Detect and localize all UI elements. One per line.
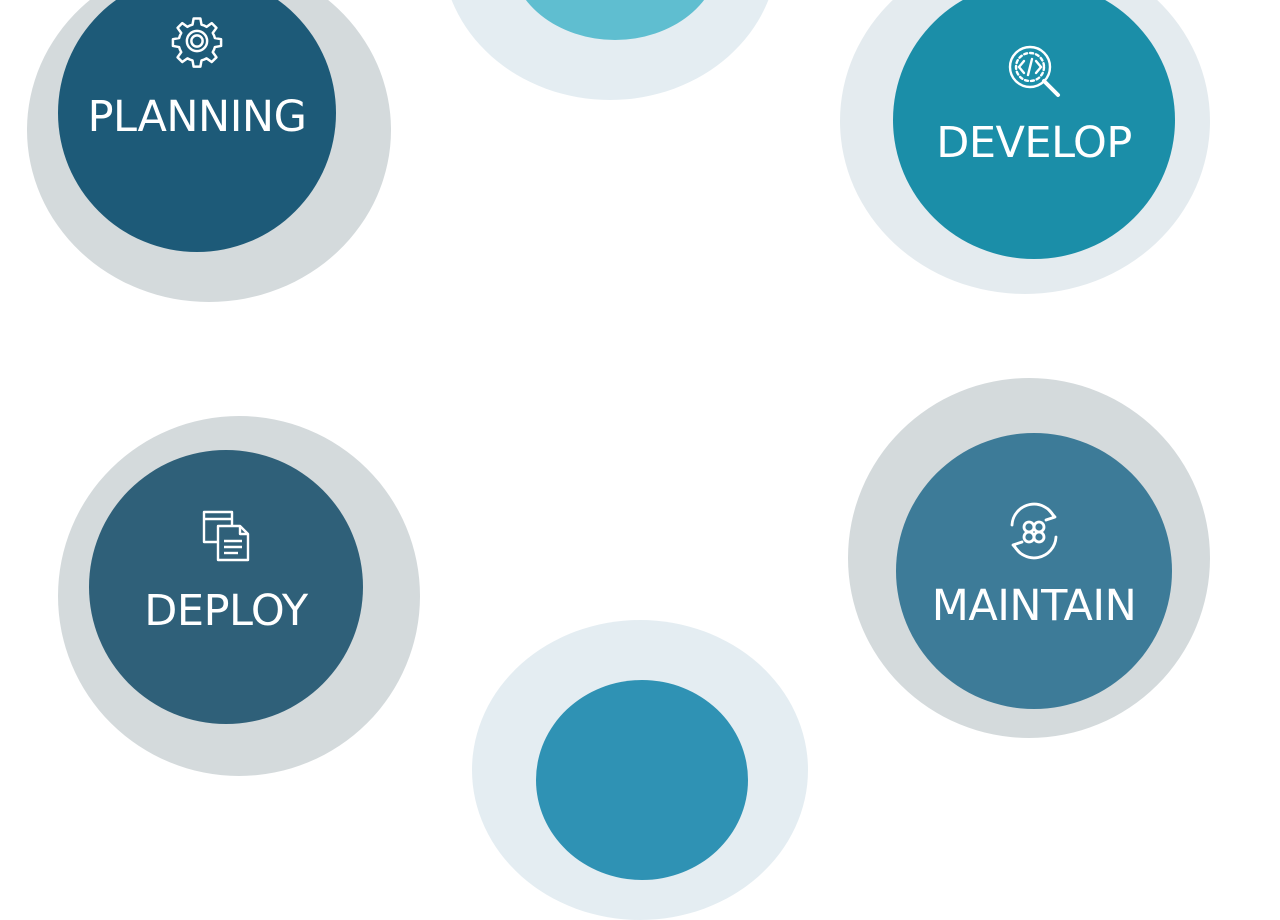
- documents-icon: [198, 508, 254, 564]
- code-search-icon: [1002, 39, 1066, 103]
- develop-stage: DEVELOP: [893, 0, 1175, 259]
- maintain-label: MAINTAIN: [931, 581, 1137, 631]
- develop-label: DEVELOP: [936, 118, 1132, 168]
- deploy-stage: DEPLOY: [89, 450, 363, 724]
- maintain-stage: MAINTAIN: [896, 433, 1172, 709]
- gear-icon: [170, 14, 224, 68]
- bottom-stage-disc: [536, 680, 748, 880]
- deploy-label: DEPLOY: [144, 586, 308, 636]
- planning-label: PLANNING: [87, 92, 307, 142]
- planning-stage: PLANNING: [58, 0, 336, 252]
- refresh-cycle-icon: [998, 495, 1070, 567]
